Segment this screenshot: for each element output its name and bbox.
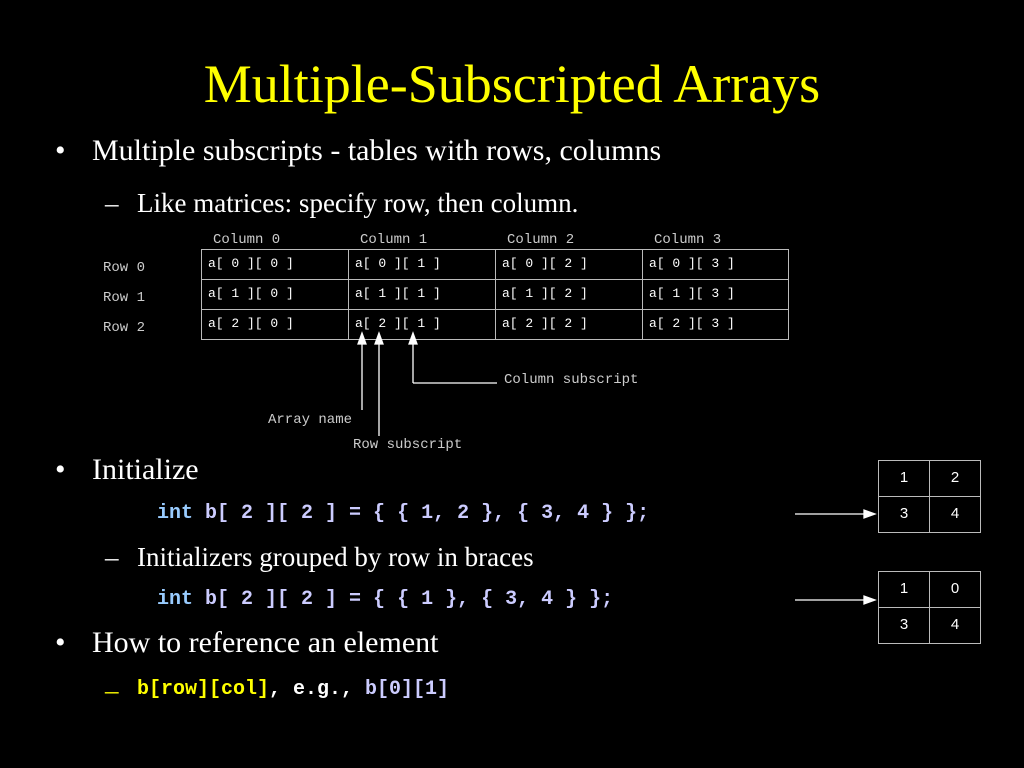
row-header: Row 1 <box>103 290 146 306</box>
code-keyword: int <box>157 588 194 611</box>
sub-bullet-3: b[row][col], e.g., b[0][1] <box>137 678 449 702</box>
reference-example: b[0][1] <box>365 678 450 701</box>
column-subscript-label: Column subscript <box>504 372 639 388</box>
code-1-arrowhead <box>863 509 877 519</box>
table-cell: 3 <box>878 607 930 644</box>
reference-separator: , e.g., <box>269 678 366 701</box>
bullet-marker: • <box>55 453 66 486</box>
bullet-marker: • <box>55 134 66 167</box>
code-2-arrowhead <box>863 595 877 605</box>
table-cell: 3 <box>878 496 930 533</box>
bullet-marker: • <box>55 626 66 659</box>
bullet-1-text: Multiple subscripts - tables with rows, … <box>92 134 662 167</box>
row-header: Row 2 <box>103 320 146 336</box>
code-text: b[ 2 ][ 2 ] = { { 1 }, { 3, 4 } }; <box>205 588 614 611</box>
bullet-3-text: How to reference an element <box>92 626 439 659</box>
reference-syntax: b[row][col] <box>137 678 270 701</box>
table-cell: 4 <box>929 496 981 533</box>
slide-title: Multiple-Subscripted Arrays <box>203 54 821 114</box>
column-header: Column 0 <box>213 232 281 248</box>
dash-marker: – <box>105 188 119 218</box>
table-cell: 2 <box>929 460 981 497</box>
dash-marker: – <box>105 675 119 705</box>
array-name-arrowhead <box>357 331 367 345</box>
row-subscript-arrowhead <box>374 331 384 345</box>
row-subscript-label: Row subscript <box>353 437 463 453</box>
row-header: Row 0 <box>103 260 146 276</box>
table-cell: 4 <box>929 607 981 644</box>
column-header: Column 2 <box>507 232 575 248</box>
code-text: b[ 2 ][ 2 ] = { { 1, 2 }, { 3, 4 } }; <box>205 502 650 525</box>
code-line-1: int b[ 2 ][ 2 ] = { { 1, 2 }, { 3, 4 } }… <box>157 502 649 526</box>
bullet-1: • <box>55 134 66 168</box>
sub-bullet-1-text: Like matrices: specify row, then column. <box>137 188 579 218</box>
table-cell: 1 <box>878 571 930 608</box>
array-cell: a[ 2 ][ 3 ] <box>642 309 789 340</box>
column-header: Column 1 <box>360 232 428 248</box>
table-cell: 0 <box>929 571 981 608</box>
sub-bullet-2-text: Initializers grouped by row in braces <box>137 542 534 572</box>
column-subscript-arrowhead <box>408 331 418 345</box>
column-header: Column 3 <box>654 232 722 248</box>
bullet-2-text: Initialize <box>92 453 199 486</box>
dash-marker: – <box>105 542 119 572</box>
table-cell: 1 <box>878 460 930 497</box>
code-keyword: int <box>157 502 194 525</box>
code-line-2: int b[ 2 ][ 2 ] = { { 1 }, { 3, 4 } }; <box>157 588 613 612</box>
array-name-label: Array name <box>268 412 353 428</box>
